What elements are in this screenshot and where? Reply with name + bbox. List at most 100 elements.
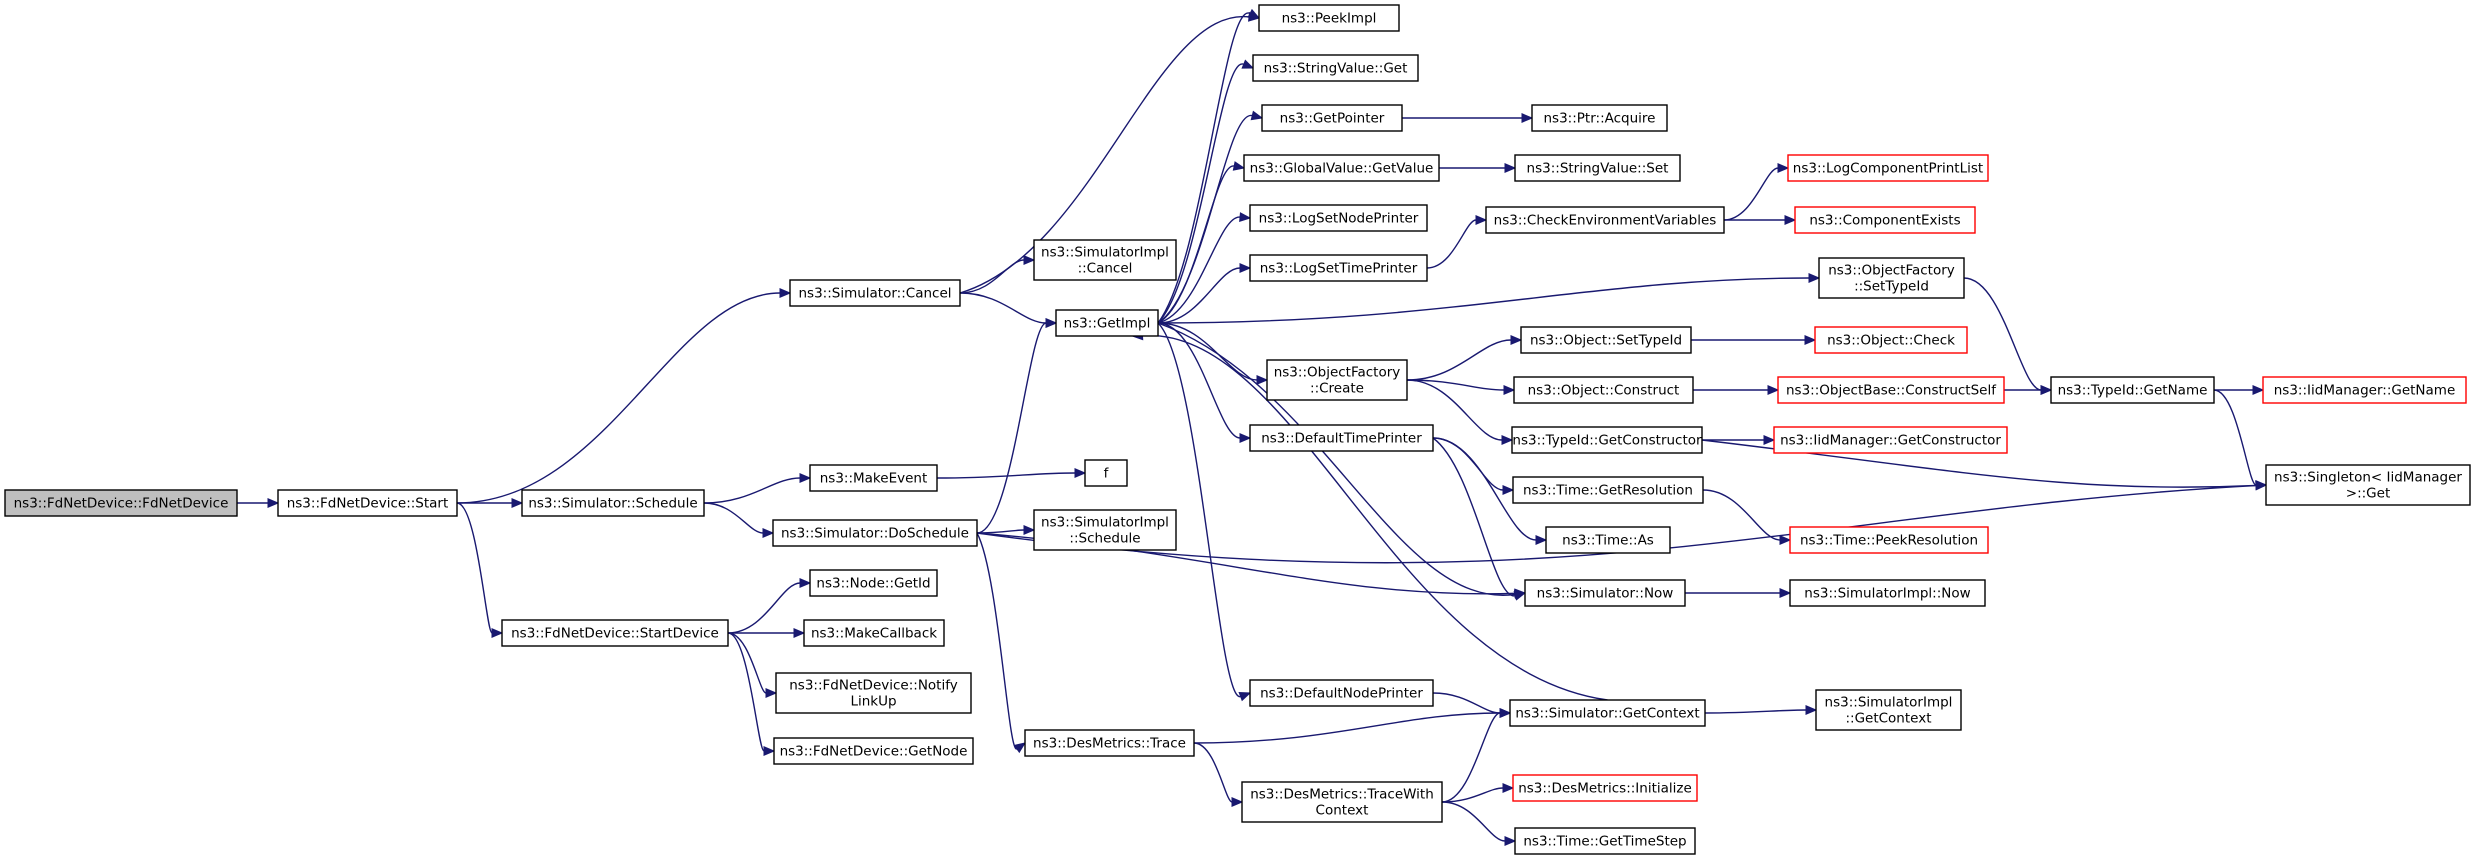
node-label: >::Get: [2346, 486, 2390, 502]
node-timestep[interactable]: ns3::Time::GetTimeStep: [1514, 827, 1696, 855]
arrowhead-icon: [1250, 110, 1264, 121]
node-simnow[interactable]: ns3::Simulator::Now: [1524, 579, 1686, 607]
edge-start-to-cancel: [456, 292, 781, 504]
arrowhead-icon: [763, 746, 776, 756]
node-dtp[interactable]: ns3::DefaultTimePrinter: [1249, 424, 1434, 452]
node-dosched[interactable]: ns3::Simulator::DoSchedule: [772, 519, 978, 547]
node-peekres[interactable]: ns3::Time::PeekResolution: [1789, 526, 1989, 554]
edge-start-to-startdev: [456, 502, 493, 634]
node-strset[interactable]: ns3::StringValue::Set: [1514, 154, 1681, 182]
node-implctx[interactable]: ns3::SimulatorImpl::GetContext: [1815, 689, 1962, 731]
node-label: ns3::SimulatorImpl: [1041, 245, 1169, 261]
node-trace[interactable]: ns3::DesMetrics::Trace: [1024, 729, 1195, 757]
node-start[interactable]: ns3::FdNetDevice::Start: [277, 489, 458, 517]
node-label: ns3::Time::GetTimeStep: [1523, 834, 1686, 850]
node-obconstruct[interactable]: ns3::ObjectBase::ConstructSelf: [1777, 376, 2005, 404]
node-gvget[interactable]: ns3::GlobalValue::GetValue: [1243, 154, 1440, 182]
node-label: f: [1104, 466, 1110, 482]
node-label: ns3::Object::Construct: [1528, 383, 1680, 399]
arrowhead-icon: [1777, 163, 1790, 173]
node-box: [775, 672, 972, 714]
edge-trace-to-tracewith: [1193, 742, 1233, 803]
node-label: ns3::CheckEnvironmentVariables: [1494, 213, 1717, 229]
node-box: [1777, 376, 2005, 404]
node-box: [1787, 154, 1989, 182]
arrowhead-icon: [267, 498, 280, 508]
node-box: [1815, 689, 1962, 731]
node-getctx[interactable]: ns3::Simulator::GetContext: [1509, 699, 1706, 727]
node-box: [1033, 239, 1177, 281]
node-construct[interactable]: ns3::Object::Construct: [1513, 376, 1694, 404]
node-implcancel[interactable]: ns3::SimulatorImpl::Cancel: [1033, 239, 1177, 281]
edge-tracewith-to-timestep: [1441, 801, 1506, 842]
node-label: ns3::ObjectBase::ConstructSelf: [1786, 383, 1997, 399]
node-label: ns3::PeekImpl: [1282, 11, 1377, 27]
node-dnp[interactable]: ns3::DefaultNodePrinter: [1249, 679, 1434, 707]
node-ofcreate[interactable]: ns3::ObjectFactory::Create: [1266, 359, 1408, 401]
node-cancel[interactable]: ns3::Simulator::Cancel: [789, 279, 961, 307]
node-box: [1249, 424, 1434, 452]
node-getnode[interactable]: ns3::FdNetDevice::GetNode: [773, 737, 974, 765]
node-getptr[interactable]: ns3::GetPointer: [1261, 104, 1403, 132]
node-label: ns3::Simulator::Cancel: [798, 286, 951, 302]
node-getname[interactable]: ns3::TypeId::GetName: [2050, 376, 2215, 404]
edge-getres-to-peekres: [1702, 489, 1781, 541]
edge-getctx-to-getimpl: [1142, 334, 1608, 701]
node-label: ::Schedule: [1069, 531, 1140, 547]
node-peekimpl[interactable]: ns3::PeekImpl: [1258, 4, 1400, 32]
node-logprint[interactable]: ns3::LogComponentPrintList: [1787, 154, 1989, 182]
node-getres[interactable]: ns3::Time::GetResolution: [1512, 476, 1704, 504]
node-implnow[interactable]: ns3::SimulatorImpl::Now: [1789, 579, 1986, 607]
arrowhead-icon: [511, 498, 524, 508]
node-label: ns3::Simulator::GetContext: [1515, 706, 1699, 722]
node-box: [1261, 104, 1403, 132]
node-box: [1266, 359, 1408, 401]
node-dminit[interactable]: ns3::DesMetrics::Initialize: [1512, 774, 1698, 802]
node-singleton[interactable]: ns3::Singleton< IidManager >::Get: [2265, 464, 2471, 506]
node-objcheck[interactable]: ns3::Object::Check: [1814, 326, 1968, 354]
arrowhead-icon: [1241, 59, 1255, 69]
node-root[interactable]: ns3::FdNetDevice::FdNetDevice: [4, 489, 238, 517]
node-box: [1024, 729, 1195, 757]
node-getimpl[interactable]: ns3::GetImpl: [1055, 309, 1159, 337]
node-box: [2050, 376, 2215, 404]
node-settypeid[interactable]: ns3::Object::SetTypeId: [1520, 326, 1692, 354]
node-startdev[interactable]: ns3::FdNetDevice::StartDevice: [501, 619, 729, 647]
node-makecb[interactable]: ns3::MakeCallback: [803, 619, 945, 647]
node-logtime[interactable]: ns3::LogSetTimePrinter: [1249, 254, 1428, 282]
node-label: ns3::SimulatorImpl: [1041, 515, 1169, 531]
node-sched[interactable]: ns3::Simulator::Schedule: [521, 489, 705, 517]
edge-cancel-to-implcancel: [959, 259, 1025, 294]
arrowhead-icon: [765, 688, 778, 698]
node-makeevent[interactable]: ns3::MakeEvent: [809, 464, 938, 492]
arrowhead-icon: [1239, 263, 1252, 273]
edge-cancel-to-getimpl: [959, 292, 1047, 324]
node-box: [1512, 476, 1704, 504]
node-iidctor[interactable]: ns3::IidManager::GetConstructor: [1773, 426, 2008, 454]
node-box: [1545, 526, 1671, 554]
node-box: [1511, 426, 1703, 454]
node-timeas[interactable]: ns3::Time::As: [1545, 526, 1671, 554]
node-getctor[interactable]: ns3::TypeId::GetConstructor: [1511, 426, 1703, 454]
node-lognode[interactable]: ns3::LogSetNodePrinter: [1249, 204, 1428, 232]
node-implsched[interactable]: ns3::SimulatorImpl::Schedule: [1033, 509, 1177, 551]
node-checkenv[interactable]: ns3::CheckEnvironmentVariables: [1485, 206, 1725, 234]
node-label: ns3::FdNetDevice::GetNode: [780, 744, 968, 760]
arrowhead-icon: [1513, 591, 1527, 601]
edge-startdev-to-getnode: [727, 632, 765, 752]
node-iidname[interactable]: ns3::IidManager::GetName: [2262, 376, 2467, 404]
node-compexists[interactable]: ns3::ComponentExists: [1794, 206, 1976, 234]
arrowhead-icon: [1504, 836, 1517, 846]
node-acquire[interactable]: ns3::Ptr::Acquire: [1531, 104, 1668, 132]
node-ofsettype[interactable]: ns3::ObjectFactory::SetTypeId: [1818, 257, 1965, 299]
node-box: [521, 489, 705, 517]
node-f[interactable]: f: [1084, 459, 1128, 487]
node-getid[interactable]: ns3::Node::GetId: [809, 569, 938, 597]
node-strget[interactable]: ns3::StringValue::Get: [1252, 54, 1419, 82]
node-box: [1485, 206, 1725, 234]
node-box: [1033, 509, 1177, 551]
arrowhead-icon: [1535, 535, 1548, 545]
